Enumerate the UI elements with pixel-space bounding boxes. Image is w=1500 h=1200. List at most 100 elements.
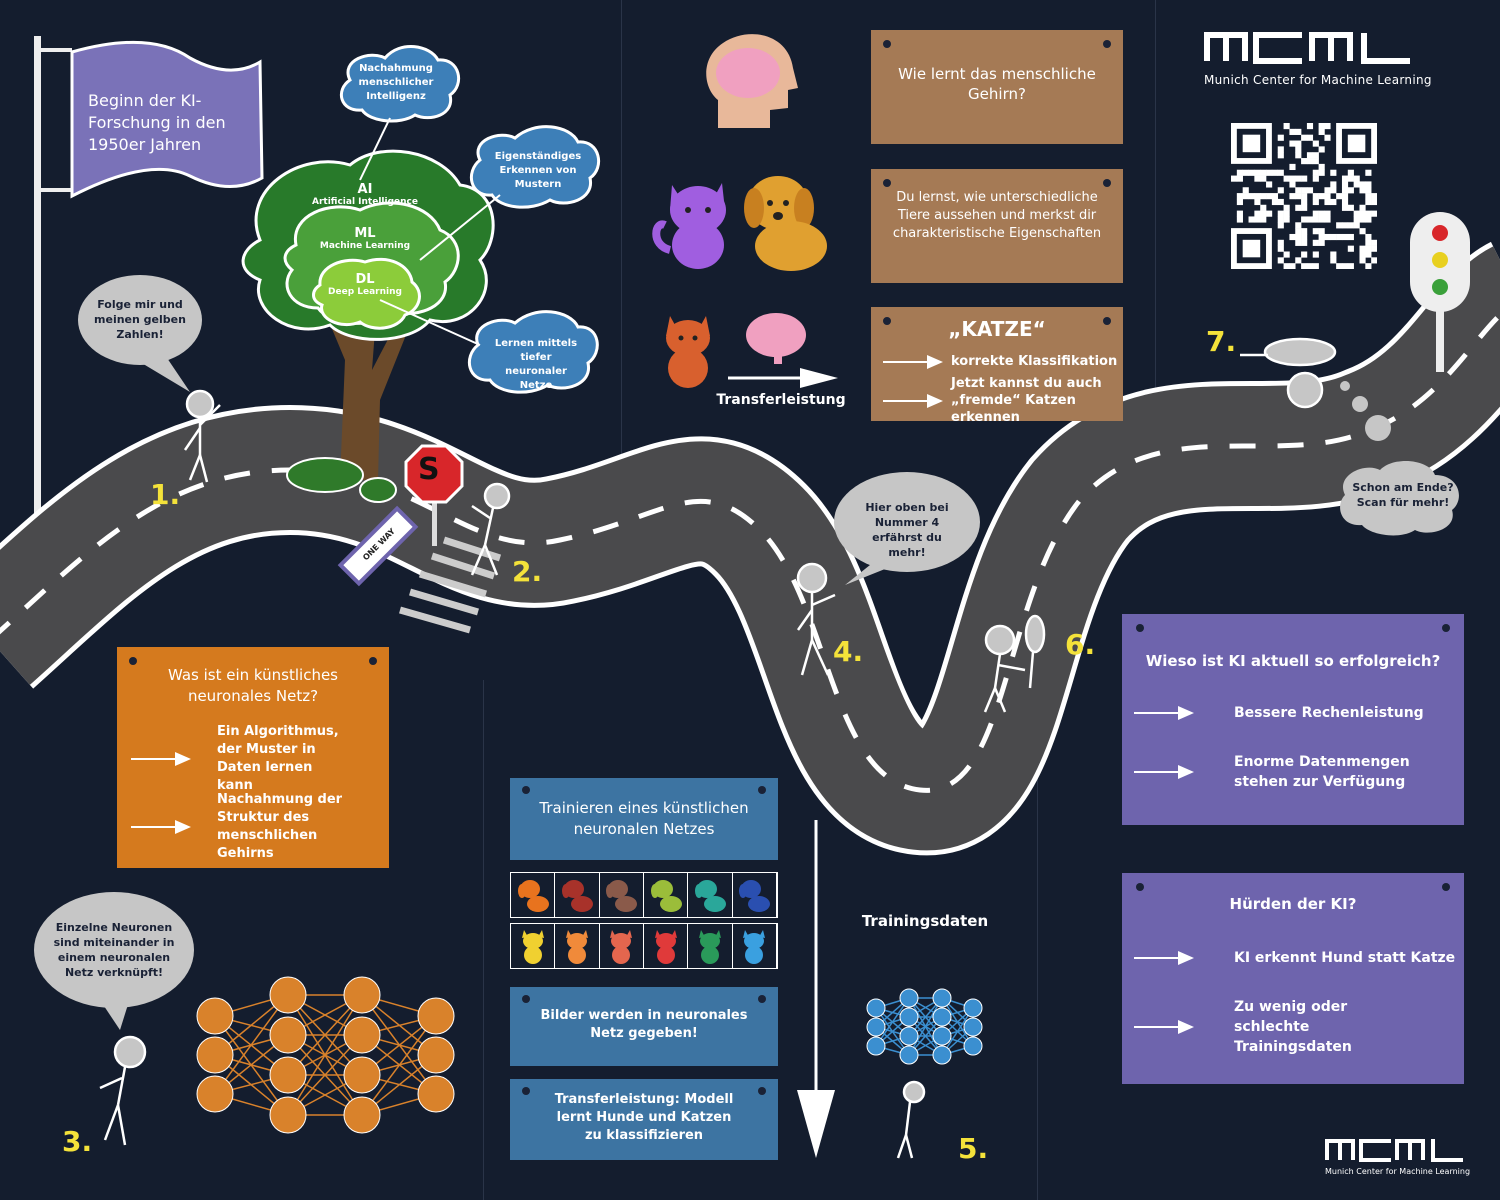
hurdles-title: Hürden der KI?	[1229, 895, 1357, 913]
dog-icon	[650, 880, 682, 912]
logo-subtitle-top: Munich Center for Machine Learning	[1204, 73, 1432, 87]
arrow-icon	[131, 820, 191, 834]
success-item-2-text: Enorme Datenmengen stehen zur Verfügung	[1234, 754, 1410, 790]
cat-image	[555, 924, 600, 968]
section-divider	[1037, 690, 1038, 1200]
board-learning-text: Du lernst, wie unterschiedliche Tiere au…	[892, 190, 1102, 241]
hurdles-item-1-text: KI erkennt Hund statt Katze	[1234, 950, 1456, 966]
flag-text: Beginn der KI-Forschung in den 1950er Ja…	[88, 91, 226, 154]
step-number-3: 3.	[62, 1125, 93, 1158]
neuron	[932, 1007, 952, 1027]
success-title: Wieso ist KI aktuell so erfolgreich?	[1145, 652, 1441, 670]
neuron	[417, 1075, 455, 1113]
cat-icon	[521, 930, 544, 964]
dl-abbr: DL	[355, 272, 375, 287]
arrow-icon	[883, 393, 943, 408]
katze-item-1-text: korrekte Klassifikation	[951, 354, 1118, 369]
cat-image	[688, 924, 733, 968]
cloud-2	[470, 125, 600, 209]
cloud-3-text: Lernen mittels tiefer neuronaler Netze	[494, 338, 578, 391]
neuron	[963, 1017, 983, 1037]
red-cat-icon	[666, 316, 710, 388]
stop-sign	[404, 444, 464, 504]
neuron	[417, 997, 455, 1035]
step-number-7: 7.	[1206, 325, 1237, 358]
ai-full: Artificial Intelligence	[312, 197, 418, 207]
logo-subtitle-bottom: Munich Center for Machine Learning	[1325, 1167, 1471, 1176]
katze-item-1: korrekte Klassifikation	[883, 353, 1117, 371]
neuron	[899, 1026, 919, 1046]
qr-code[interactable]	[1231, 123, 1377, 269]
neuron	[866, 1017, 886, 1037]
step-number-6: 6.	[1065, 628, 1096, 661]
training-title: Trainieren eines künstlichen neuronalen …	[539, 799, 749, 838]
neuron	[343, 1096, 381, 1134]
arrow-icon	[1134, 765, 1204, 779]
hurdles-item-2-text: Zu wenig oder schlechte Trainingsdaten	[1234, 999, 1352, 1055]
cat-image	[511, 924, 556, 968]
cat-icon	[565, 930, 588, 964]
arrow-icon	[1134, 1020, 1204, 1034]
neuron	[932, 988, 952, 1008]
dog-image	[511, 873, 556, 917]
dog-image	[555, 873, 600, 917]
training-data-label: Trainingsdaten	[861, 912, 989, 930]
hurdles-item-2: Zu wenig oder schlechte Trainingsdaten	[1134, 997, 1424, 1057]
neuron	[269, 1096, 307, 1134]
bubble-7-text: Schon am Ende? Scan für mehr!	[1352, 481, 1454, 509]
purple-cat-icon	[652, 183, 726, 269]
cat-icon	[654, 930, 677, 964]
flag-pole	[34, 36, 41, 556]
cat-row	[510, 923, 778, 969]
bubble-4-text: Hier oben bei Nummer 4 erfährst du mehr!	[865, 501, 949, 559]
board-neural-net-title: Was ist ein künstliches neuronales Netz?	[167, 666, 339, 705]
katze-item-2: Jetzt kannst du auch „fremde“ Katzen erk…	[883, 375, 1123, 426]
transfer-label: Transferleistung	[716, 392, 846, 408]
neuron	[899, 988, 919, 1008]
brain-icon	[746, 313, 806, 364]
neural-net-item-1-text: Ein Algorithmus, der Muster in Daten ler…	[217, 724, 339, 793]
success-item-2: Enorme Datenmengen stehen zur Verfügung	[1134, 752, 1424, 792]
neuron	[932, 1026, 952, 1046]
section-divider	[1155, 0, 1156, 420]
arrow-icon	[883, 355, 943, 369]
training-image-grid	[510, 872, 778, 972]
transfer-text: Transferleistung: Modell lernt Hunde und…	[554, 1092, 734, 1143]
dog-icon	[561, 880, 593, 912]
mcml-logo-bottom	[1325, 1139, 1463, 1162]
orange-dog-icon	[744, 176, 827, 271]
stop-sign-letter: S	[418, 452, 440, 487]
board-learning: Du lernst, wie unterschiedliche Tiere au…	[871, 169, 1123, 283]
tree-label-ai: AI Artificial Intelligence	[310, 182, 420, 207]
dog-icon	[517, 880, 549, 912]
arrow-icon	[131, 752, 191, 766]
bubble-3-text: Einzelne Neuronen sind miteinander in ei…	[53, 921, 175, 979]
dog-image	[600, 873, 644, 917]
section-divider	[621, 0, 622, 500]
ai-abbr: AI	[357, 182, 373, 197]
board-brain-question: Wie lernt das menschliche Gehirn?	[871, 30, 1123, 144]
cat-image	[644, 924, 689, 968]
step-number-2: 2.	[512, 555, 543, 588]
board-transfer: Transferleistung: Modell lernt Hunde und…	[510, 1079, 778, 1160]
neuron	[899, 1007, 919, 1027]
road-center-line	[0, 311, 1500, 793]
neuron	[343, 976, 381, 1014]
neuron	[899, 1045, 919, 1065]
neural-network-orange	[196, 976, 455, 1134]
tree-crown-dl	[312, 257, 421, 330]
step-number-5: 5.	[958, 1132, 989, 1165]
neuron	[269, 976, 307, 1014]
step-number-4: 4.	[833, 635, 864, 668]
bubble-1-text: Folge mir und meinen gelben Zahlen!	[94, 298, 186, 341]
cloud-1-text: Nachahmung menschlicher Intelligenz	[358, 63, 434, 102]
mcml-logo-top	[1204, 32, 1410, 64]
hurdles-item-1: KI erkennt Hund statt Katze	[1134, 949, 1455, 967]
cloud-1	[339, 44, 460, 123]
success-item-1: Bessere Rechenleistung	[1134, 704, 1424, 722]
dog-image	[733, 873, 777, 917]
crosswalk	[399, 536, 502, 634]
board-training-title: Trainieren eines künstlichen neuronalen …	[510, 778, 778, 860]
dog-row	[510, 872, 778, 918]
